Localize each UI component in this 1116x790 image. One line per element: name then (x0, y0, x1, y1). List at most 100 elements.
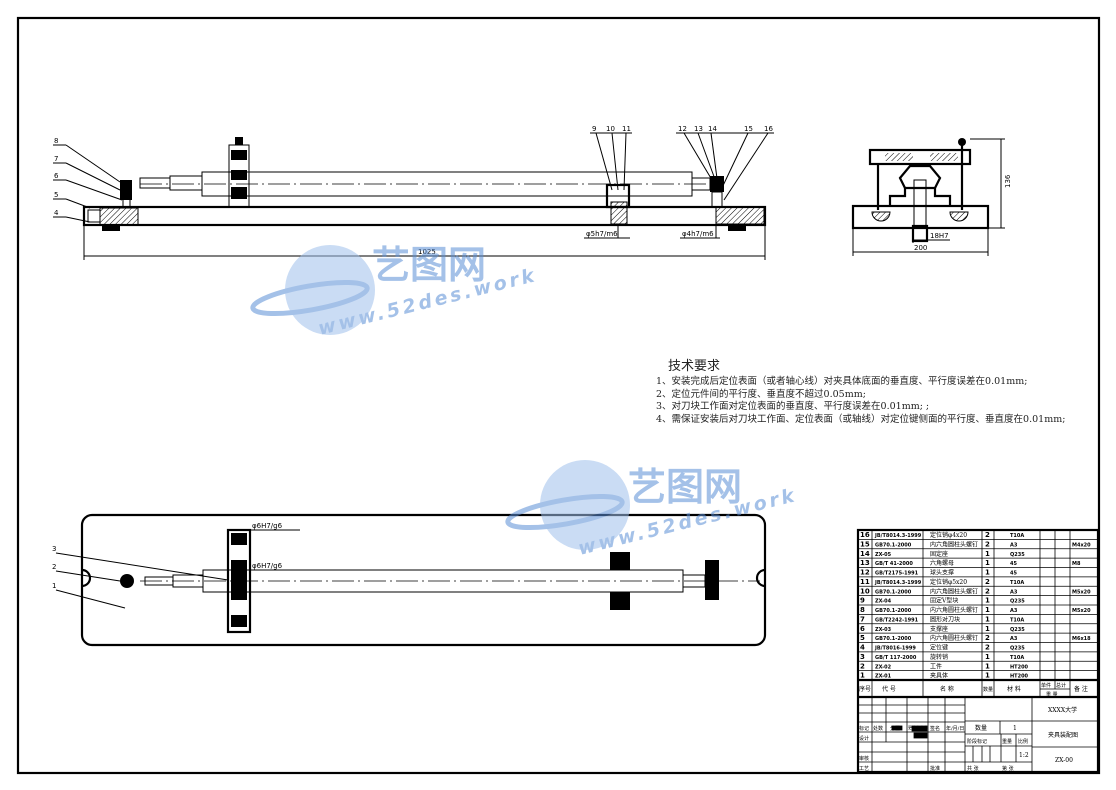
hdr-no: 序号 (859, 685, 871, 693)
cell-no: 13 (860, 559, 870, 567)
dim-length: 1025 (418, 248, 436, 256)
balloon-7: 7 (54, 155, 58, 163)
cell-code: JB/T8016-1999 (874, 646, 916, 652)
cell-no: 3 (860, 653, 865, 661)
cell-qty: 2 (985, 578, 990, 586)
title-block (858, 697, 1098, 772)
mark-label: 标记 (859, 725, 869, 732)
cell-qty: 2 (985, 531, 990, 539)
cell-name: 内六角圆柱头螺钉 (930, 587, 978, 595)
watermark-logo: 艺图网 www.52des.work (250, 243, 539, 340)
cell-material: A3 (1010, 589, 1018, 595)
cell-no: 1 (860, 672, 865, 680)
svg-text:艺图网: 艺图网 (372, 243, 486, 287)
cell-qty: 1 (985, 606, 990, 614)
cell-qty: 1 (985, 569, 990, 577)
cell-name: 工件 (930, 662, 942, 670)
balloon-4: 4 (54, 209, 59, 217)
cell-no: 10 (860, 587, 870, 595)
cell-no: 14 (860, 550, 870, 558)
cell-code: GB/T2175-1991 (875, 571, 919, 577)
tech-item-3: 3、对刀块工作面对定位表面的垂直度、平行度误差在0.01mm; ; (656, 401, 930, 412)
cell-material: A3 (1010, 608, 1018, 614)
fit-label-1: φ5h7/m6 (586, 230, 618, 238)
balloon-2: 2 (52, 563, 56, 571)
cell-qty: 1 (985, 662, 990, 670)
cell-material: Q235 (1010, 599, 1025, 605)
dim-height: 136 (1004, 174, 1012, 188)
cell-code: GB70.1-2000 (875, 542, 912, 548)
hdr-name: 名 称 (940, 685, 954, 693)
hdr-weight: 重 量 (1046, 691, 1058, 698)
cell-material: T10A (1010, 580, 1024, 586)
cell-name: 定位销φ4x20 (930, 531, 967, 539)
cell-name: 定位销φ5x20 (930, 578, 967, 586)
date-label: 年/月/日 (946, 725, 964, 732)
cell-qty: 1 (985, 550, 990, 558)
drawing-frame (16, 16, 1101, 775)
balloon-8: 8 (54, 137, 58, 145)
balloon-14: 14 (708, 125, 717, 133)
hdr-total: 总计 (1056, 682, 1066, 689)
zone-label: 分区 (890, 725, 900, 732)
balloon-12: 12 (678, 125, 687, 133)
cell-material: Q235 (1010, 552, 1025, 558)
cell-name: 夹具体 (930, 672, 948, 680)
cell-no: 6 (860, 625, 865, 633)
sheet-number: 第 张 (1002, 765, 1014, 772)
cell-qty: 2 (985, 634, 990, 642)
hdr-material: 材 料 (1007, 685, 1021, 693)
review-label: 审核 (859, 755, 869, 762)
weight-label: 重量 (1002, 738, 1012, 745)
technical-requirements: 技术要求 1、安装完成后定位表面（或者轴心线）对夹具体底面的垂直度、平行度误差在… (656, 355, 1065, 426)
hdr-code: 代 号 (882, 685, 896, 693)
cell-name: 支撑座 (930, 625, 948, 633)
cell-remark: M5x20 (1072, 589, 1091, 595)
cell-material: 45 (1010, 561, 1017, 567)
change-doc-label: 更改文件号 (908, 724, 928, 730)
balloon-15: 15 (744, 125, 753, 133)
cell-no: 4 (860, 644, 865, 652)
cell-qty: 1 (985, 615, 990, 623)
cell-material: HT200 (1010, 674, 1029, 680)
drawing-number: ZX-00 (1055, 757, 1073, 764)
cell-qty: 1 (985, 672, 990, 680)
balloon-10: 10 (606, 125, 615, 133)
balloon-16: 16 (764, 125, 773, 133)
cell-qty: 1 (985, 625, 990, 633)
cell-material: Q235 (1010, 646, 1025, 652)
tech-item-2: 2、定位元件间的平行度、垂直度不超过0.05mm; (656, 388, 866, 400)
cell-code: ZX-02 (875, 664, 892, 670)
cell-qty: 2 (985, 644, 990, 652)
hdr-unit: 单件 (1041, 682, 1051, 689)
cell-no: 5 (860, 634, 865, 642)
cell-code: ZX-04 (875, 599, 892, 605)
dim-width: 200 (914, 244, 927, 252)
cell-no: 2 (860, 662, 865, 670)
cell-code: GB70.1-2000 (875, 589, 912, 595)
cell-no: 16 (860, 531, 870, 539)
fit-label-top-1: φ6H7/g6 (252, 522, 283, 530)
cell-material: T10A (1010, 617, 1024, 623)
cell-remark: M6x18 (1072, 636, 1091, 642)
cell-material: 45 (1010, 571, 1017, 577)
tech-item-1: 1、安装完成后定位表面（或者轴心线）对夹具体底面的垂直度、平行度误差在0.01m… (656, 376, 1028, 387)
cell-name: 内六角圆柱头螺钉 (930, 540, 978, 548)
cell-name: 旋转销 (930, 653, 948, 661)
cell-code: GB70.1-2000 (875, 608, 912, 614)
cell-code: ZX-03 (875, 627, 892, 633)
side-view (851, 138, 1005, 256)
fit-label-2: φ4h7/m6 (682, 230, 714, 238)
